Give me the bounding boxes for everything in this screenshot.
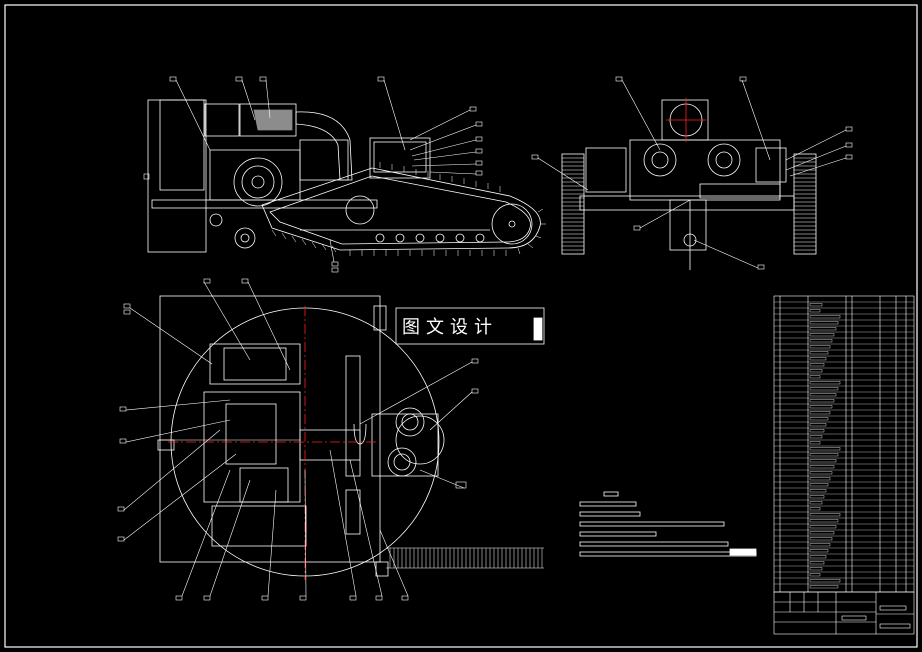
title-block <box>773 591 915 635</box>
parts-list-entry-mark <box>809 417 829 421</box>
side-view-leaders <box>143 76 483 273</box>
top-view-rack-hatch <box>386 547 544 569</box>
watermark-text: 图文设计 <box>402 317 498 338</box>
parts-list-entry-mark <box>809 441 821 445</box>
parts-list-entry-mark <box>809 555 827 559</box>
parts-list-entry-mark <box>809 435 823 439</box>
parts-list-entry-mark <box>809 459 837 463</box>
front-view-center-lines <box>666 98 706 142</box>
top-view-bracket <box>395 307 545 345</box>
parts-list-entry-mark <box>809 477 831 481</box>
parts-list-entry-mark <box>809 507 821 511</box>
side-view <box>147 99 541 253</box>
parts-list-entry-mark <box>809 423 827 427</box>
parts-list-entry-mark <box>809 381 841 385</box>
parts-list-table <box>773 295 915 593</box>
parts-list-entry-mark <box>809 537 833 541</box>
parts-list-entry-mark <box>809 345 831 349</box>
parts-list-entry-mark <box>809 393 837 397</box>
parts-list-entry-mark <box>809 309 821 313</box>
side-view-track-teeth <box>271 162 546 256</box>
parts-list-entry-mark <box>809 495 825 499</box>
parts-list-entry-mark <box>809 369 823 373</box>
sheet-border <box>4 4 918 648</box>
parts-list-rows <box>774 301 914 589</box>
parts-list-entry-mark <box>809 561 825 565</box>
parts-list-entry-mark <box>809 411 831 415</box>
parts-list-entry-mark <box>809 357 827 361</box>
drive-sprocket <box>233 157 283 207</box>
parts-list-entry-mark <box>809 399 835 403</box>
parts-list-entry-mark <box>809 405 833 409</box>
parts-list-entry-mark <box>809 543 831 547</box>
parts-list-entry-mark <box>809 351 829 355</box>
left-track-section <box>561 153 585 255</box>
parts-list-entry-mark <box>809 567 823 571</box>
parts-list-entry-mark <box>809 531 835 535</box>
parts-list-entry-mark <box>809 525 837 529</box>
front-view-leaders <box>531 76 853 270</box>
front-view-track-hatch <box>562 157 816 251</box>
parts-list-entry-mark <box>809 471 833 475</box>
parts-list-entry-mark <box>809 327 837 331</box>
parts-list-entry-mark <box>809 447 841 451</box>
parts-list-entry-mark <box>809 429 825 433</box>
parts-list-entry-mark <box>809 453 839 457</box>
parts-list-entry-mark <box>809 315 841 319</box>
parts-list-entry-mark <box>809 483 829 487</box>
parts-list-entry-mark <box>809 321 839 325</box>
parts-list-entry-mark <box>809 573 821 577</box>
parts-list-entry-mark <box>809 513 841 517</box>
top-view-leaders <box>117 278 479 601</box>
parts-list-entry-mark <box>809 333 835 337</box>
crawler-track <box>261 167 541 251</box>
parts-list-entry-mark <box>809 519 839 523</box>
parts-list-entry-mark <box>809 489 827 493</box>
parts-list-entry-mark <box>809 501 823 505</box>
top-view-center-lines <box>168 306 380 580</box>
parts-list-entry-mark <box>809 387 839 391</box>
parts-list-entry-mark <box>809 549 829 553</box>
front-view <box>561 99 817 270</box>
parts-list-entry-mark <box>809 579 841 583</box>
parts-list-entry-mark <box>809 363 825 367</box>
parts-list-entry-mark <box>809 303 823 307</box>
technical-notes <box>579 491 757 557</box>
parts-list-entry-mark <box>809 375 821 379</box>
parts-list-entry-mark <box>809 465 835 469</box>
parts-list-entry-mark <box>809 339 833 343</box>
parts-list-entry-mark <box>809 585 839 589</box>
